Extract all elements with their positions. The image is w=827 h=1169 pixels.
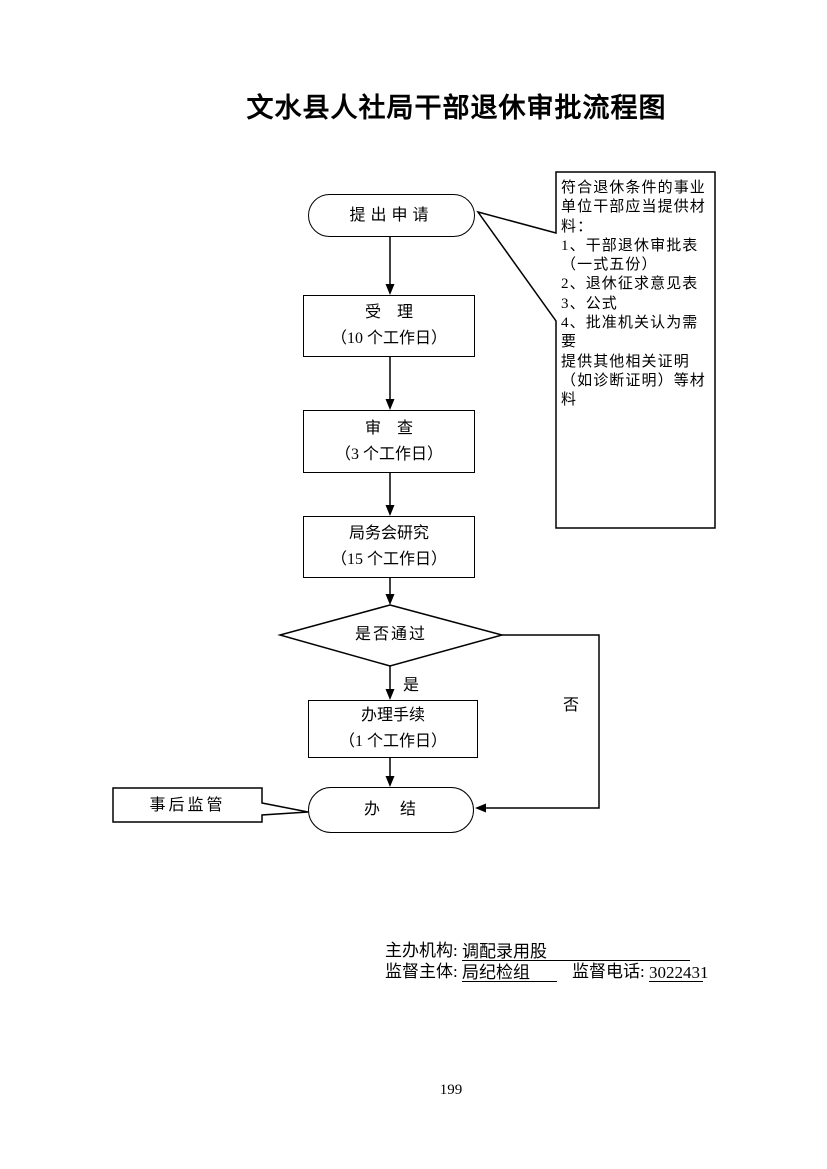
- organizer-value: 调配录用股: [461, 942, 690, 961]
- flow-node-handle: 办理手续 （1 个工作日）: [308, 700, 478, 758]
- flow-node-accept: 受 理 （10 个工作日）: [303, 295, 475, 357]
- footer-supervisor-line: 监督主体: 局纪检组监督电话: 3022431: [385, 962, 709, 982]
- supervisor-value: 局纪检组: [461, 963, 557, 982]
- flow-node-decision: 是否通过: [354, 626, 427, 643]
- flow-node-meeting: 局务会研究 （15 个工作日）: [303, 516, 475, 578]
- flow-node-supervision: 事后监管: [149, 796, 226, 814]
- flow-node-end: 办 结: [308, 787, 474, 833]
- phone-label: 监督电话:: [571, 962, 649, 981]
- footer-organizer-line: 主办机构: 调配录用股: [385, 941, 690, 961]
- flow-node-review: 审 查 （3 个工作日）: [303, 410, 475, 473]
- materials-note: 符合退休条件的事业 单位干部应当提供材 料： 1、干部退休审批表 （一式五份） …: [561, 180, 706, 409]
- page-number: 199: [439, 1082, 463, 1098]
- phone-value: 3022431: [648, 963, 709, 982]
- branch-label-no: 否: [563, 697, 580, 714]
- page-title: 文水县人社局干部退休审批流程图: [246, 93, 667, 123]
- branch-label-yes: 是: [403, 677, 420, 694]
- organizer-label: 主办机构:: [385, 941, 462, 960]
- supervisor-label: 监督主体:: [385, 962, 462, 981]
- flow-node-start: 提出申请: [308, 194, 475, 237]
